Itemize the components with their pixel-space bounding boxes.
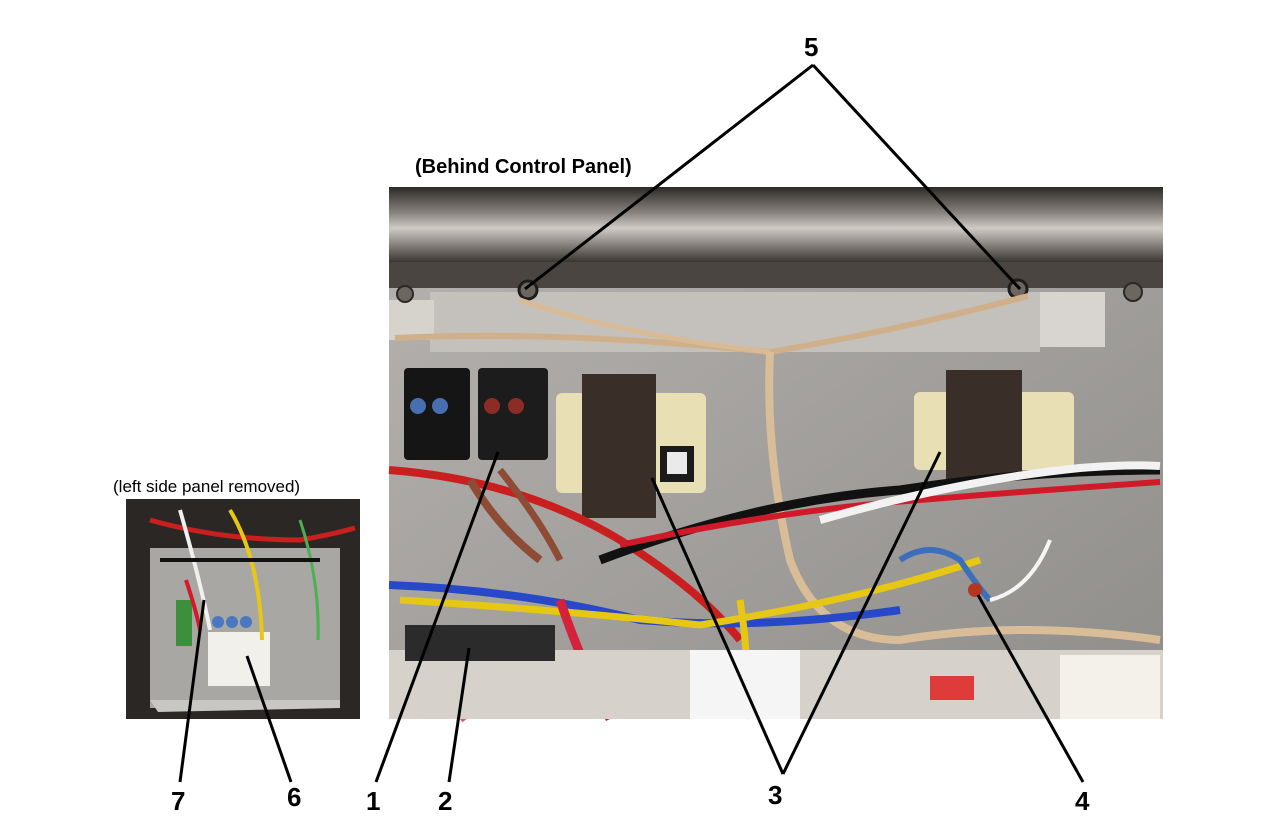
side-photo-caption: (left side panel removed) [113,477,301,496]
callout-2: 2 [438,786,453,816]
leader-5-left [524,63,814,291]
callout-4: 4 [1075,786,1090,816]
leader-4 [976,594,1085,783]
callout-1: 1 [366,786,381,816]
callout-6: 6 [287,782,302,812]
leader-lines [178,63,1085,783]
leader-7 [178,599,206,783]
leader-3-left [650,477,785,775]
callout-3: 3 [768,780,783,810]
callout-7: 7 [171,786,186,816]
main-photo-caption: (Behind Control Panel) [415,156,632,178]
leader-5-right [811,63,1022,291]
leader-1 [374,451,500,783]
side-photo [126,499,360,719]
leader-2 [447,647,471,783]
callout-5: 5 [804,32,819,62]
leader-6 [245,655,293,783]
main-photo [388,187,1163,723]
leader-3-right [781,451,942,775]
